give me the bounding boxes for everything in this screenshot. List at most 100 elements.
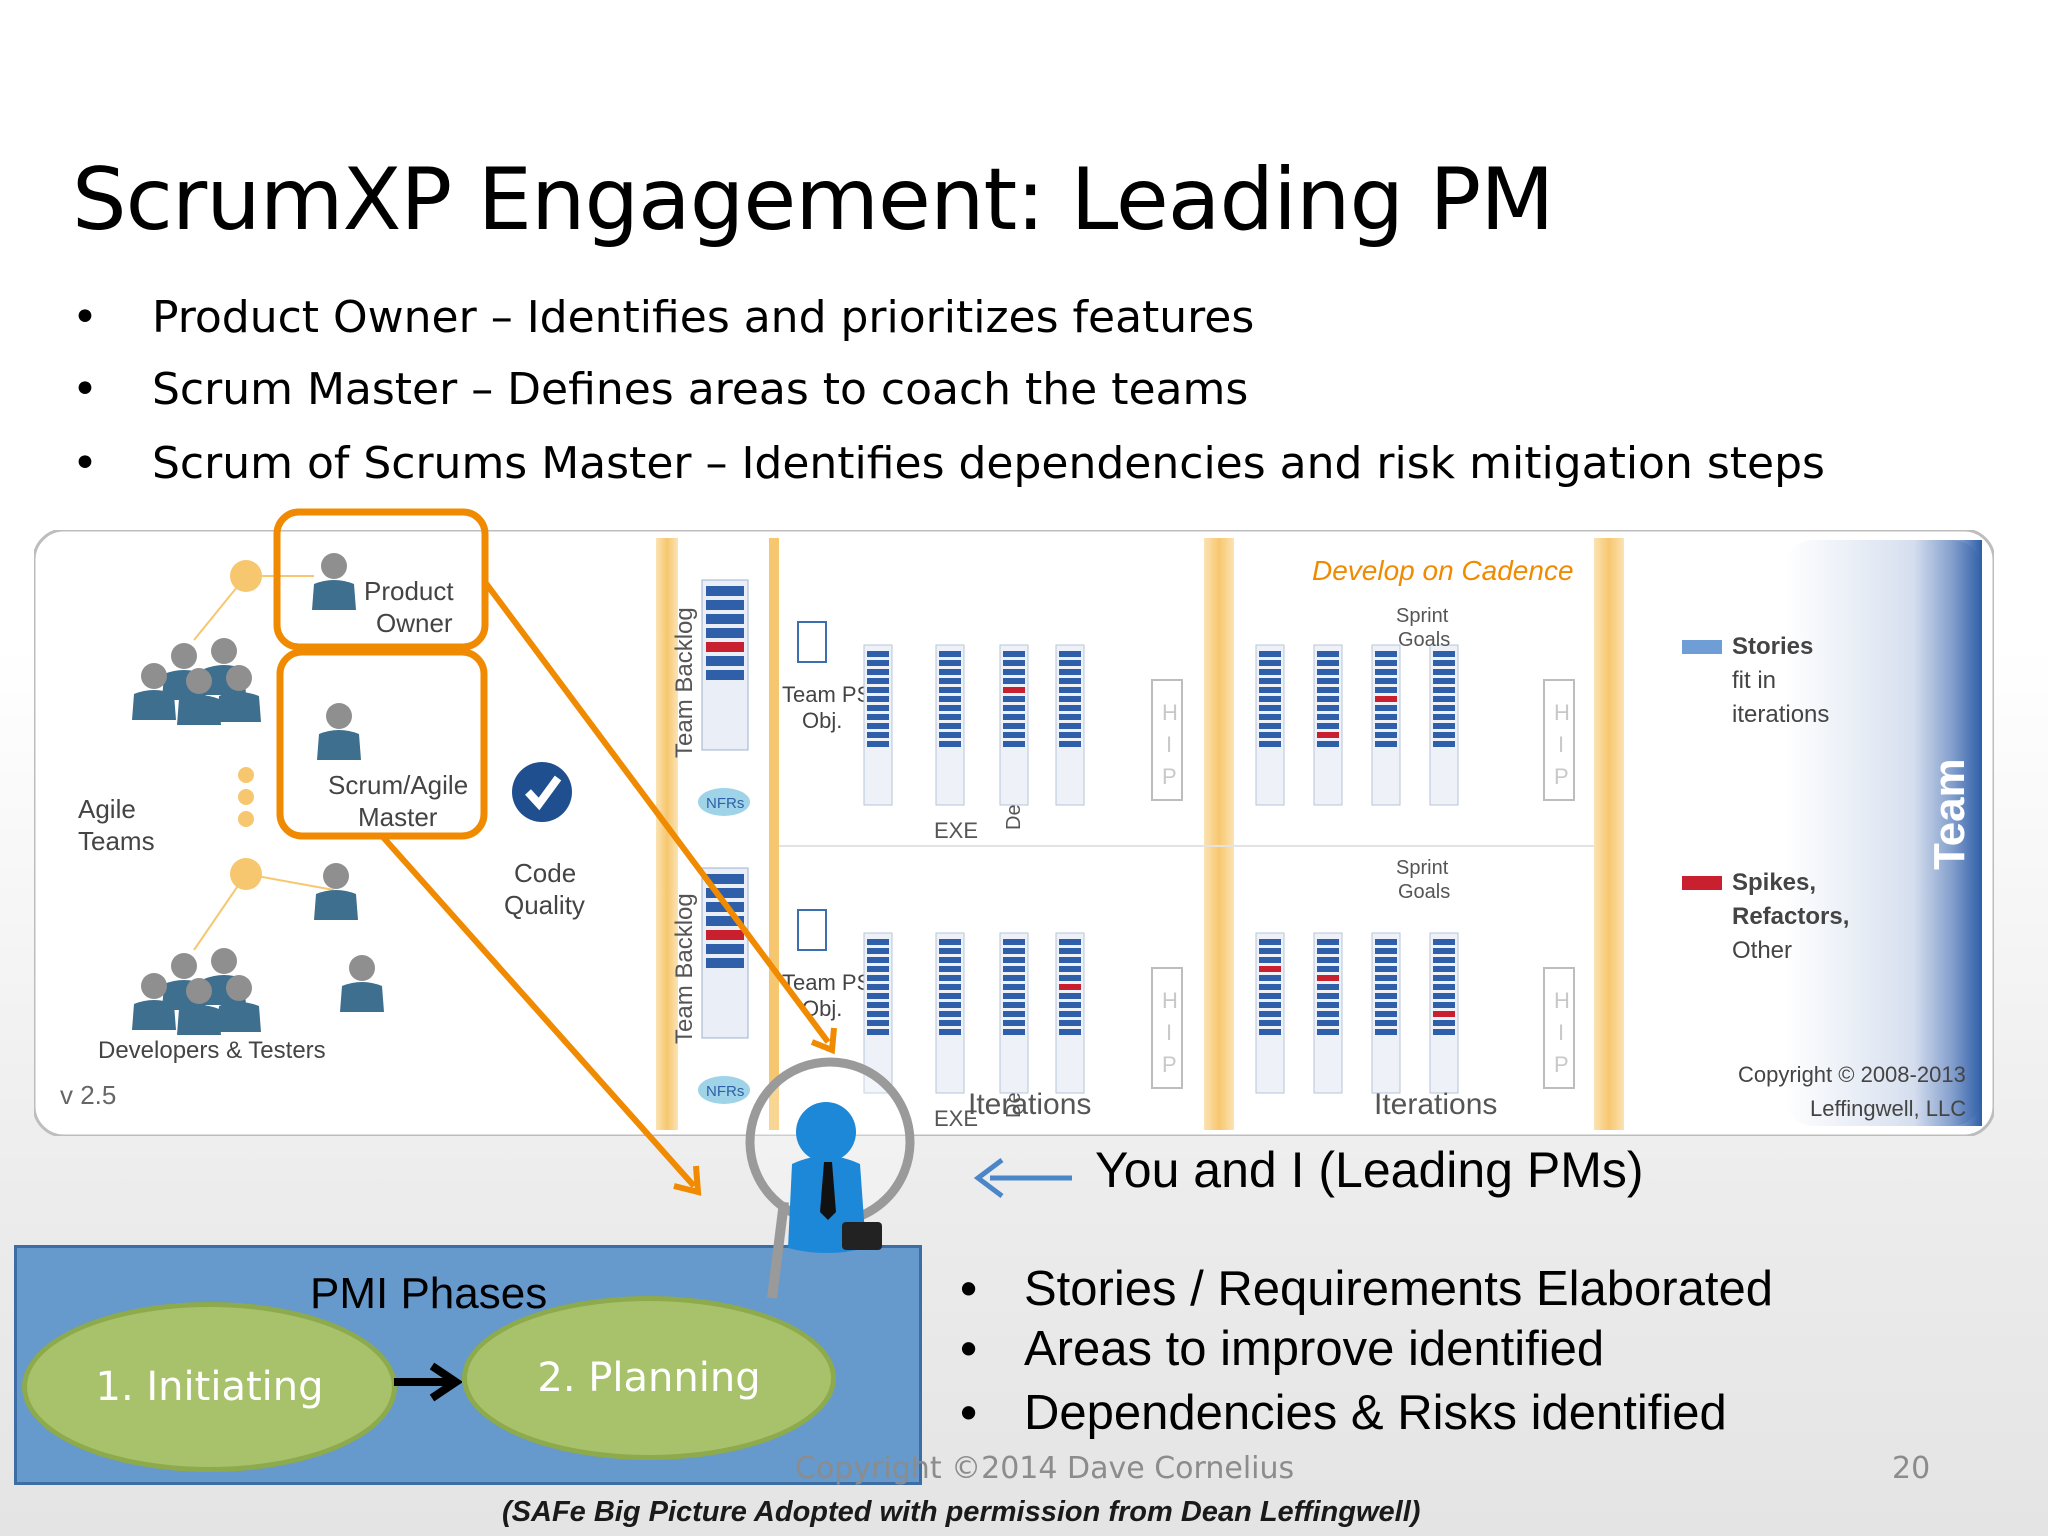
bullet-dot: • xyxy=(72,292,98,343)
phase-initiating-label: 1. Initiating xyxy=(95,1364,324,1410)
story-bar xyxy=(939,732,961,738)
story-bar xyxy=(1259,678,1281,684)
story-bar xyxy=(1059,966,1081,972)
team-vertical-label: Team xyxy=(1925,758,1974,870)
spike-bar xyxy=(1003,687,1025,693)
story-bar xyxy=(1259,948,1281,954)
story-bar xyxy=(1259,687,1281,693)
story-bar xyxy=(1433,939,1455,945)
story-bar xyxy=(1375,957,1397,963)
bullet-dot: • xyxy=(960,1322,978,1376)
nfrs-label-bottom: NFRs xyxy=(706,1083,744,1100)
story-bar xyxy=(1433,1002,1455,1008)
story-bar xyxy=(867,660,889,666)
team-backlog-label-top: Team Backlog xyxy=(671,607,698,758)
story-bar xyxy=(867,966,889,972)
story-bar xyxy=(1317,660,1339,666)
story-bar xyxy=(1375,732,1397,738)
story-bar xyxy=(1433,687,1455,693)
iterations-label-left: Iterations xyxy=(968,1088,1091,1121)
bullet-text: Scrum Master – Defines areas to coach th… xyxy=(152,364,1249,415)
svg-text:H: H xyxy=(1554,700,1570,725)
page-number: 20 xyxy=(1892,1451,1931,1486)
story-bar xyxy=(1059,939,1081,945)
story-bar xyxy=(1003,1020,1025,1026)
story-bar xyxy=(1059,723,1081,729)
story-bar xyxy=(1259,939,1281,945)
story-bar xyxy=(939,741,961,747)
story-bar xyxy=(1259,651,1281,657)
story-bar xyxy=(939,1002,961,1008)
story-bar xyxy=(939,660,961,666)
story-bar xyxy=(1059,1020,1081,1026)
story-bar xyxy=(867,948,889,954)
story-bar xyxy=(1375,687,1397,693)
svg-text:P: P xyxy=(1162,1052,1177,1077)
legend-stories-swatch xyxy=(1682,640,1722,654)
phase-initiating: 1. Initiating xyxy=(22,1302,397,1472)
leader-text: You and I (Leading PMs) xyxy=(1095,1142,1644,1198)
story-bar xyxy=(1317,1002,1339,1008)
story-bar xyxy=(1059,1029,1081,1035)
story-bar xyxy=(1059,651,1081,657)
bullet-text: Product Owner – Identifies and prioritiz… xyxy=(152,292,1255,343)
story-bar xyxy=(1317,1011,1339,1017)
spike-bar xyxy=(1317,732,1339,738)
pmi-phases-title: PMI Phases xyxy=(310,1269,548,1318)
legend-spikes-swatch xyxy=(1682,876,1722,890)
story-bar xyxy=(1375,966,1397,972)
story-bar xyxy=(1375,678,1397,684)
story-bar xyxy=(939,1020,961,1026)
story-bar xyxy=(1317,678,1339,684)
story-bar xyxy=(1059,1011,1081,1017)
story-bar xyxy=(1433,984,1455,990)
story-bar xyxy=(867,678,889,684)
story-bar xyxy=(1059,1002,1081,1008)
story-bar xyxy=(867,1002,889,1008)
phase-arrow-icon xyxy=(394,1362,462,1402)
story-bar xyxy=(939,993,961,999)
story-bar xyxy=(1375,669,1397,675)
story-bar xyxy=(867,741,889,747)
story-bar xyxy=(1433,993,1455,999)
story-bar xyxy=(1003,1029,1025,1035)
story-bar xyxy=(939,1029,961,1035)
story-bar xyxy=(1259,993,1281,999)
story-bar xyxy=(1433,705,1455,711)
story-bar xyxy=(1317,948,1339,954)
spike-bar xyxy=(1259,966,1281,972)
story-bar xyxy=(1059,705,1081,711)
svg-text:H: H xyxy=(1554,988,1570,1013)
story-bar xyxy=(1003,948,1025,954)
bullet-dot: • xyxy=(960,1262,978,1316)
story-bar xyxy=(1317,651,1339,657)
story-bar xyxy=(1317,939,1339,945)
story-bar xyxy=(1433,651,1455,657)
story-bar xyxy=(1433,975,1455,981)
svg-text:H: H xyxy=(1162,988,1178,1013)
story-bar xyxy=(1059,687,1081,693)
story-bar xyxy=(1375,714,1397,720)
story-bar xyxy=(867,939,889,945)
story-bar xyxy=(1003,957,1025,963)
story-bar xyxy=(1259,957,1281,963)
svg-text:I: I xyxy=(1558,732,1564,757)
footer-copyright: Copyright ©2014 Dave Cornelius xyxy=(795,1451,1295,1486)
phase-planning-label: 2. Planning xyxy=(537,1355,761,1401)
bullet-dot: • xyxy=(72,438,98,489)
svg-text:H: H xyxy=(1162,700,1178,725)
svg-text:P: P xyxy=(1554,1052,1569,1077)
bullet-text: Stories / Requirements Elaborated xyxy=(1024,1262,1773,1316)
story-bar xyxy=(1003,723,1025,729)
story-bar xyxy=(1259,975,1281,981)
story-bar xyxy=(1003,705,1025,711)
story-bar xyxy=(1317,1029,1339,1035)
story-bar xyxy=(1059,732,1081,738)
story-bar xyxy=(1059,669,1081,675)
version-label: v 2.5 xyxy=(60,1080,116,1110)
story-bar xyxy=(1003,741,1025,747)
story-bar xyxy=(1433,669,1455,675)
story-bar xyxy=(1375,1011,1397,1017)
